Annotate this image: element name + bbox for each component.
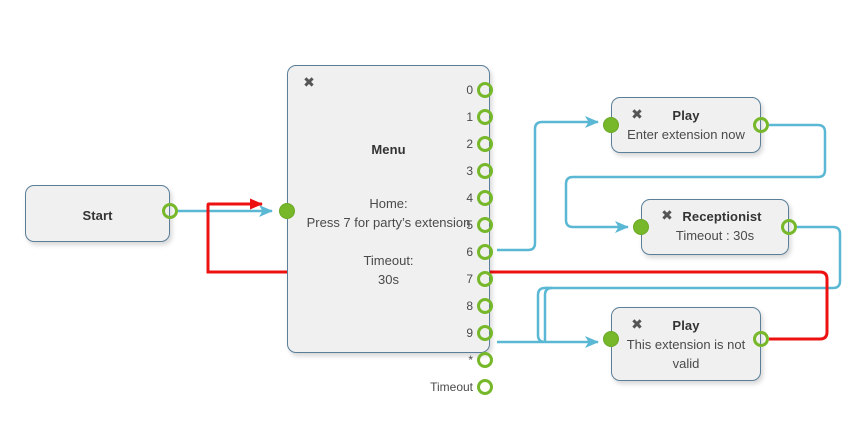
node-menu-body: Home: Press 7 for party’s extension Time… [288,194,489,289]
port-label-2: 2 [466,137,473,151]
port-label-5: 5 [466,218,473,232]
port-menu-output-5[interactable] [477,217,493,233]
node-start[interactable]: Start [25,185,170,242]
port-play2-output[interactable] [753,331,769,347]
port-label-6: 6 [466,245,473,259]
port-menu-output-3[interactable] [477,163,493,179]
port-label-0: 0 [466,83,473,97]
port-label-4: 4 [466,191,473,205]
port-receptionist-input[interactable] [633,219,649,235]
menu-line-0: Home: [369,196,408,211]
close-icon[interactable]: ✖ [631,107,643,123]
menu-line-3: Timeout: [363,253,414,268]
wire-menu7-to-play1 [497,116,599,252]
port-menu-output-2[interactable] [477,136,493,152]
port-play1-input[interactable] [603,117,619,133]
menu-line-2 [288,232,489,251]
port-menu-output-8[interactable] [477,298,493,314]
port-play1-output[interactable] [753,117,769,133]
node-menu[interactable]: ✖ Menu Home: Press 7 for party’s extensi… [287,65,490,353]
port-menu-output-Timeout[interactable] [477,379,493,395]
port-label-*: * [468,353,473,367]
node-play1-body: Enter extension now [612,125,760,144]
node-play1-title: Play [672,108,700,123]
port-start-output[interactable] [162,203,178,219]
port-label-7: 7 [466,272,473,286]
play2-line-0: This extension is not [626,337,746,352]
port-menu-output-6[interactable] [477,244,493,260]
port-label-8: 8 [466,299,473,313]
receptionist-line-0: Timeout : 30s [675,228,755,243]
close-icon[interactable]: ✖ [631,317,643,333]
play2-line-1: valid [672,356,700,371]
port-label-9: 9 [466,326,473,340]
node-receptionist[interactable]: ✖ Receptionist Timeout : 30s [641,199,789,255]
port-receptionist-output[interactable] [781,219,797,235]
close-icon[interactable]: ✖ [303,75,315,91]
wire-menu-timeout-to-play2 [497,286,599,348]
port-menu-input[interactable] [279,203,295,219]
play1-line-0: Enter extension now [627,127,745,142]
port-label-1: 1 [466,110,473,124]
port-menu-output-4[interactable] [477,190,493,206]
close-icon[interactable]: ✖ [661,208,673,224]
menu-line-4: 30s [378,272,399,287]
port-menu-output-7[interactable] [477,271,493,287]
node-play2-body: This extension is not valid [612,335,760,373]
node-play2-title: Play [672,318,700,333]
port-label-3: 3 [466,164,473,178]
port-play2-input[interactable] [603,331,619,347]
menu-line-1: Press 7 for party’s extension [306,215,471,230]
port-label-timeout: Timeout [430,380,473,394]
port-menu-output-1[interactable] [477,109,493,125]
port-menu-output-*[interactable] [477,352,493,368]
node-receptionist-body: Timeout : 30s [642,226,788,245]
node-receptionist-title: Receptionist [682,209,762,224]
node-menu-title: Menu [371,142,406,157]
port-menu-output-0[interactable] [477,82,493,98]
node-play-enter-extension[interactable]: ✖ Play Enter extension now [611,97,761,153]
node-play-invalid-extension[interactable]: ✖ Play This extension is not valid [611,307,761,381]
node-start-title: Start [82,208,113,223]
port-menu-output-9[interactable] [477,325,493,341]
